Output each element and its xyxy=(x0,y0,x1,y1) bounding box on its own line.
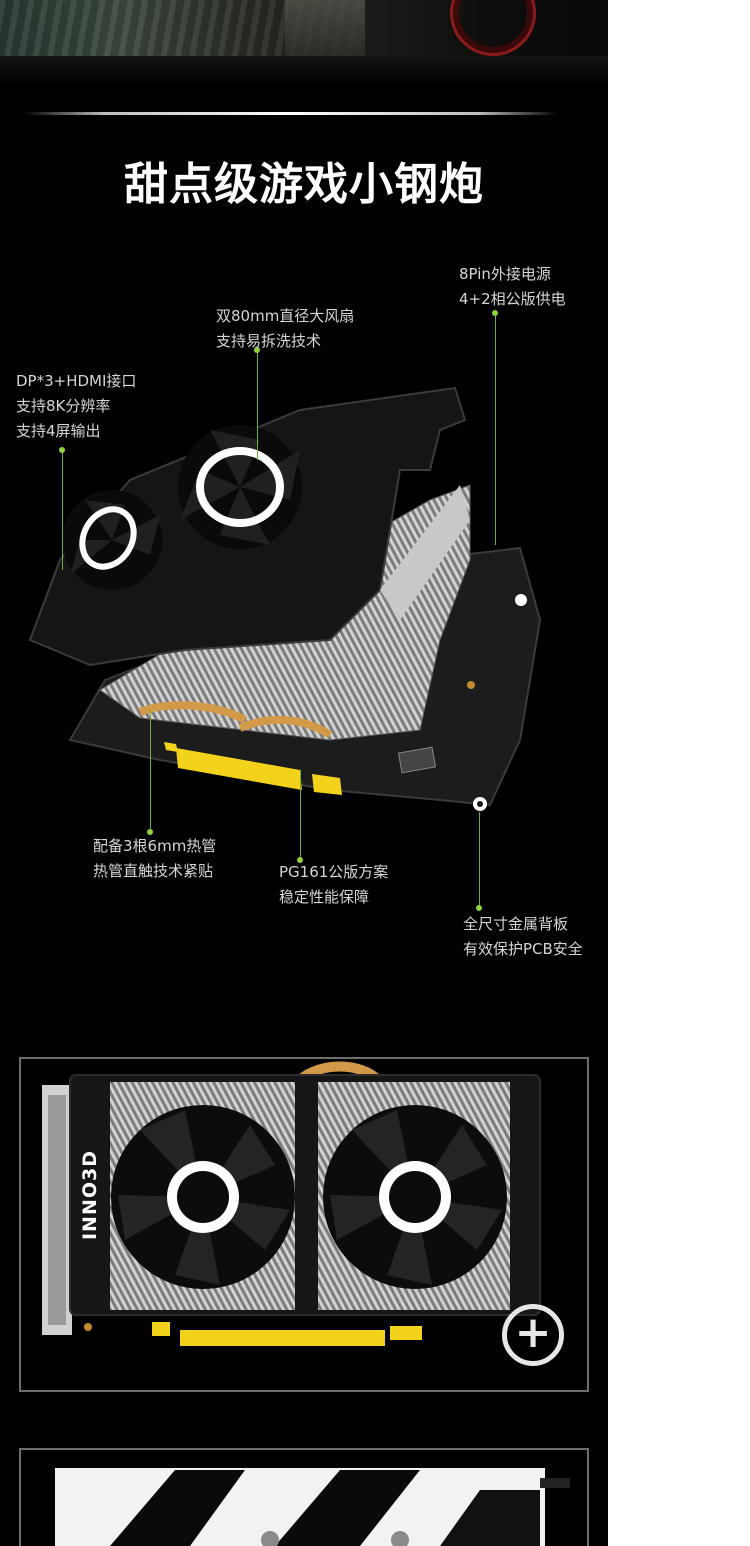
front-pcie-connector xyxy=(180,1330,385,1346)
section-divider xyxy=(24,112,558,115)
small-fan xyxy=(62,490,162,590)
leader-dot-backplate xyxy=(476,905,482,911)
leader-line-pcb xyxy=(300,770,301,860)
leader-dot-ports xyxy=(59,447,65,453)
graphics-card-front-view xyxy=(42,1061,541,1346)
leader-line-ports xyxy=(62,450,63,570)
zoom-button[interactable]: + xyxy=(502,1304,564,1366)
graphics-card-back-view xyxy=(55,1468,570,1546)
leader-dot-heatpipe xyxy=(147,829,153,835)
large-fan xyxy=(178,425,302,549)
leader-line-power xyxy=(495,313,496,545)
leader-dot-power xyxy=(492,310,498,316)
front-fan-right xyxy=(323,1105,507,1289)
callout-backplate: 全尺寸金属背板 有效保护PCB安全 xyxy=(463,915,583,958)
top-banner-photo xyxy=(0,0,608,56)
zoom-plus-icon: + xyxy=(514,1307,552,1358)
callout-pcb: PG161公版方案 稳定性能保障 xyxy=(279,863,389,906)
callout-heatpipe: 配备3根6mm热管 热管直触技术紧贴 xyxy=(93,837,217,880)
leader-line-heatpipe xyxy=(150,710,151,832)
leader-dot-fan xyxy=(254,347,260,353)
callout-fan: 双80mm直径大风扇 支持易拆洗技术 xyxy=(216,307,355,350)
back-view-frame xyxy=(19,1448,589,1546)
leader-line-fan xyxy=(257,350,258,460)
front-view-frame xyxy=(19,1057,589,1392)
section-headline: 甜点级游戏小钢炮 xyxy=(124,159,484,210)
graphics-card-exploded-illustration xyxy=(28,386,542,811)
page-margin xyxy=(608,0,750,1546)
callout-ports: DP*3+HDMI接口 支持8K分辨率 支持4屏输出 xyxy=(16,372,137,440)
callout-power: 8Pin外接电源 4+2相公版供电 xyxy=(459,265,566,308)
pcie-connector xyxy=(176,748,302,790)
front-fan-left xyxy=(111,1105,295,1289)
heat-pipes xyxy=(138,701,333,739)
leader-line-backplate xyxy=(479,812,480,908)
leader-dot-pcb xyxy=(297,857,303,863)
product-detail-panel: 甜点级游戏小钢炮 xyxy=(0,0,608,1546)
